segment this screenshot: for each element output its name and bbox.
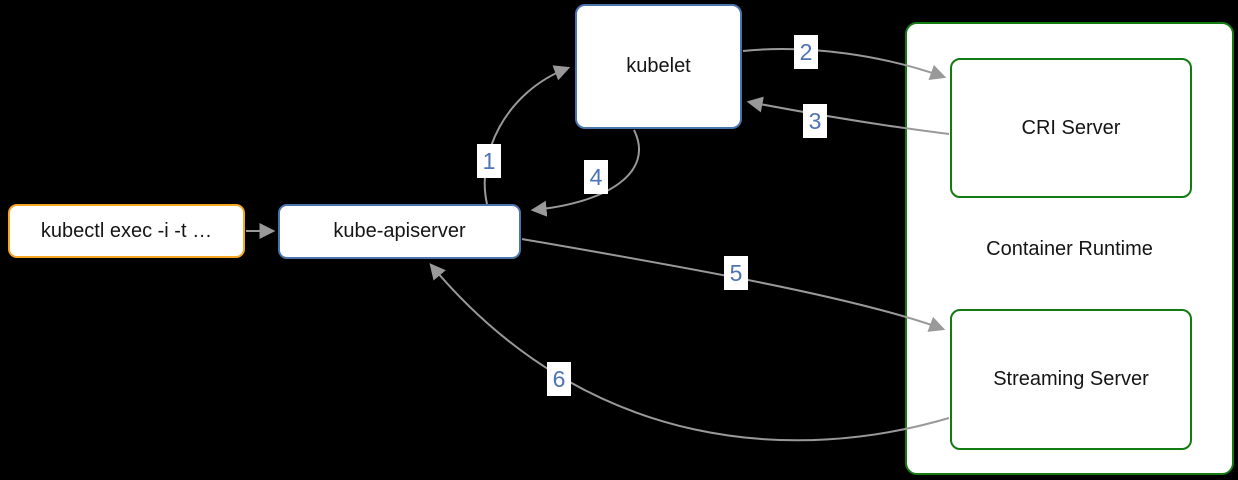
cri-server-label: CRI Server xyxy=(1021,116,1121,139)
step-6-badge: 6 xyxy=(547,362,571,396)
container-runtime-label: Container Runtime xyxy=(986,238,1153,260)
step-1-badge: 1 xyxy=(477,144,501,178)
kubelet-label: kubelet xyxy=(626,55,691,77)
step-3-badge: 3 xyxy=(803,104,827,138)
kube-apiserver-box: kube-apiserver xyxy=(278,204,521,259)
cri-server-box: CRI Server xyxy=(950,58,1192,198)
kubectl-exec-label: kubectl exec -i -t … xyxy=(40,219,213,242)
step-5-badge: 5 xyxy=(724,256,748,290)
streaming-server-label: Streaming Server xyxy=(993,368,1149,390)
step-2-badge: 2 xyxy=(794,35,818,69)
streaming-server-box: Streaming Server xyxy=(950,309,1192,450)
step-4-badge: 4 xyxy=(584,160,608,194)
edge-6-arrow xyxy=(429,263,950,442)
kubelet-box: kubelet xyxy=(575,4,742,129)
edge-1-arrow xyxy=(483,65,571,205)
kube-apiserver-label: kube-apiserver xyxy=(333,220,466,242)
kubectl-exec-box: kubectl exec -i -t … xyxy=(8,204,245,258)
